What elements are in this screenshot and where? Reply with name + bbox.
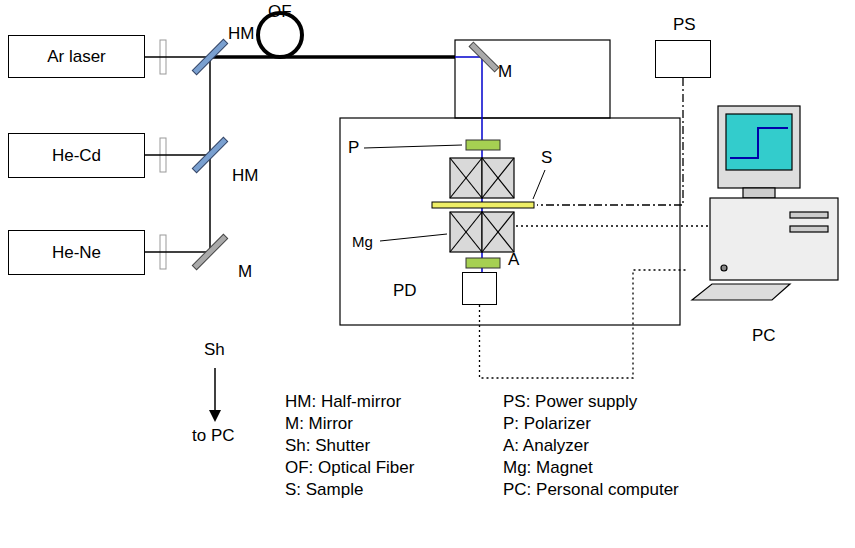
- part-label: M: [498, 62, 512, 82]
- key-entry: A: Analyzer: [503, 436, 589, 456]
- laser-beam: [145, 251, 210, 253]
- power-supply-box: PS: [655, 40, 711, 78]
- laser-beam: [145, 154, 210, 156]
- part-label: HM: [232, 166, 258, 186]
- key-entry: P: Polarizer: [503, 414, 591, 434]
- optical-fiber: [210, 55, 455, 59]
- part-label: HM: [228, 24, 254, 44]
- key-entry: PS: Power supply: [503, 392, 637, 412]
- part-label: P: [348, 138, 359, 158]
- half-mirror: [192, 39, 227, 74]
- power-wire: [537, 78, 683, 205]
- leader-line: [533, 170, 545, 199]
- node-label: PD: [393, 281, 417, 301]
- sample-housing: [340, 118, 680, 325]
- part-label: A: [508, 250, 519, 270]
- key-entry: S: Sample: [285, 480, 363, 500]
- laser-beam: [145, 56, 210, 58]
- key-entry: HM: Half-mirror: [285, 392, 401, 412]
- laser-box: He-Ne: [8, 230, 145, 275]
- node-label: PS: [673, 15, 696, 35]
- half-mirror: [192, 137, 227, 172]
- leader-line: [380, 234, 447, 241]
- signal-wire: [516, 225, 708, 226]
- part-label: OF: [268, 2, 292, 22]
- laser-box: Ar laser: [8, 35, 145, 78]
- light-beam: [455, 56, 482, 58]
- computer: PC: [688, 100, 840, 350]
- analyzer: [466, 258, 500, 268]
- node-label: Ar laser: [47, 47, 106, 67]
- node-label: He-Cd: [52, 146, 101, 166]
- arrow-head: [209, 410, 221, 422]
- part-label: to PC: [192, 426, 235, 446]
- key-entry: OF: Optical Fiber: [285, 458, 414, 478]
- mirror-housing: [455, 40, 610, 118]
- part-label: S: [541, 148, 552, 168]
- leader-line: [364, 145, 462, 148]
- laser-box: He-Cd: [8, 133, 145, 178]
- polarizer: [466, 140, 500, 150]
- key-entry: Mg: Magnet: [503, 458, 593, 478]
- mirror: [192, 234, 227, 269]
- node-label: PC: [752, 326, 776, 346]
- computer-icon: [692, 106, 838, 300]
- sample-plate: [432, 202, 534, 208]
- shutter-arrow: [214, 368, 216, 412]
- photodetector-box: PD: [462, 272, 497, 305]
- part-label: Sh: [204, 340, 225, 360]
- part-label: M: [238, 262, 252, 282]
- mirror: [469, 42, 499, 72]
- key-entry: PC: Personal computer: [503, 480, 679, 500]
- key-entry: M: Mirror: [285, 414, 353, 434]
- signal-wire: [480, 270, 689, 378]
- part-label: Mg: [352, 232, 373, 252]
- key-entry: Sh: Shutter: [285, 436, 370, 456]
- node-label: He-Ne: [52, 243, 101, 263]
